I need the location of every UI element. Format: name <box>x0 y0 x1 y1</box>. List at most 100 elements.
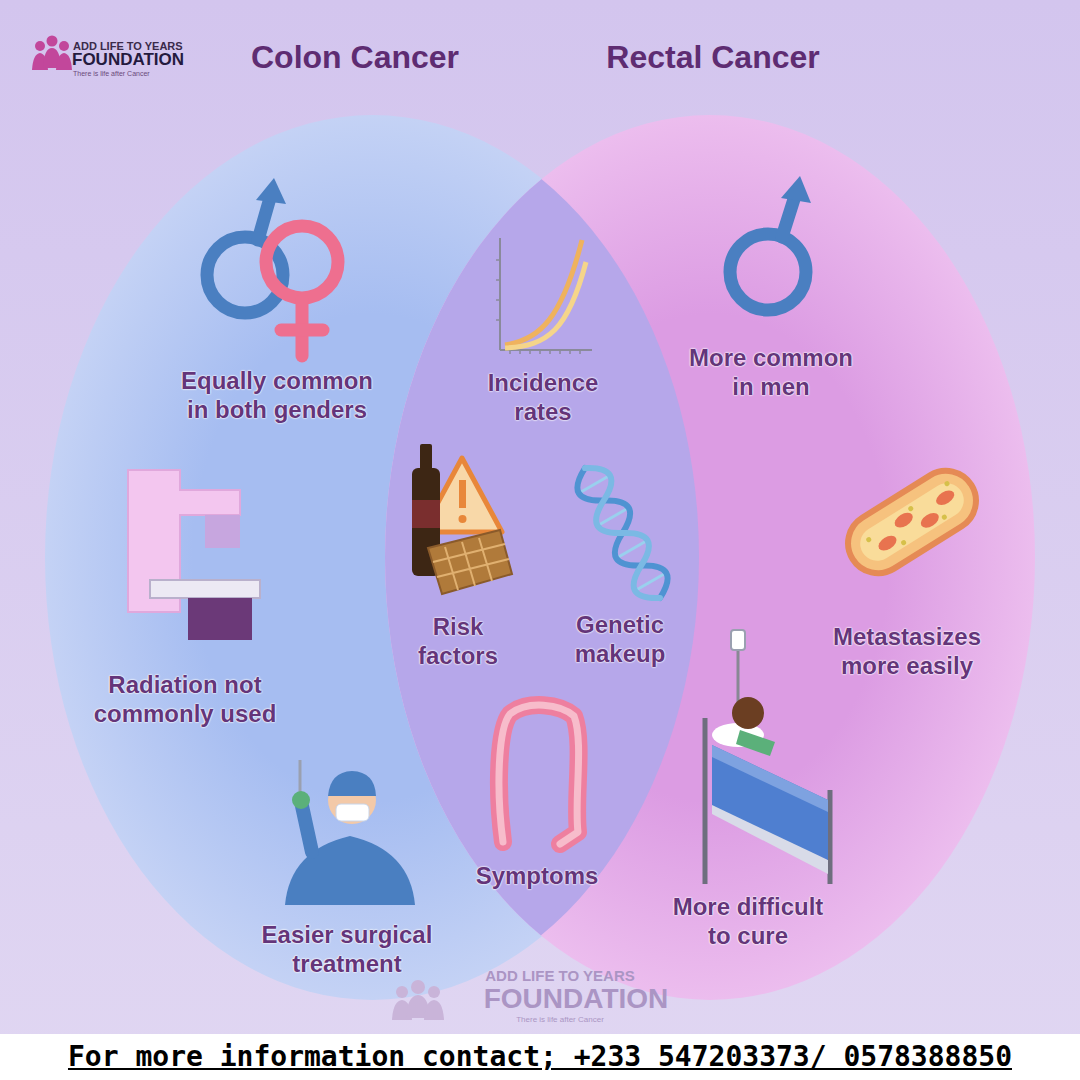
colon-outline <box>499 705 579 844</box>
label-slot: FOUNDATION <box>72 50 184 70</box>
chart-curve <box>505 240 582 345</box>
label-slot: Risk factors <box>408 613 508 671</box>
surgeon-mask <box>336 804 369 821</box>
scalpel <box>299 760 302 795</box>
surgeon-icon <box>285 760 415 905</box>
circle-heading: Rectal Cancer <box>606 39 819 76</box>
label-slot: More common in men <box>681 344 861 402</box>
region-text: Incidence rates <box>468 369 618 427</box>
male-arrow <box>782 196 795 237</box>
warning-dot <box>459 515 467 523</box>
venn-ellipse <box>385 115 1035 1000</box>
dna-strand <box>585 468 660 598</box>
dna-strand <box>577 468 667 598</box>
label-slot: More difficult to cure <box>666 893 831 951</box>
glove <box>292 791 310 809</box>
chart-axis <box>499 238 501 350</box>
male-symbol-right <box>730 176 811 310</box>
logo-tagline: There is life after Cancer <box>73 70 150 78</box>
vessel-dot <box>865 536 872 543</box>
dna-rung <box>616 540 647 558</box>
blood-cell <box>934 487 957 508</box>
blood-cell <box>918 510 941 531</box>
vessel-dot <box>907 505 914 512</box>
region-text: Genetic makeup <box>565 611 675 669</box>
meat <box>428 530 512 594</box>
patient-head <box>732 697 764 729</box>
logo-icon <box>32 36 72 71</box>
blood-cell <box>892 510 915 531</box>
label-slot: Radiation not commonly used <box>88 671 283 729</box>
blanket-fold <box>712 745 828 812</box>
vessel-lumen <box>854 477 970 567</box>
colon-icon <box>499 705 579 844</box>
label-slot: FOUNDATION <box>484 982 669 1016</box>
watermark-head <box>396 986 408 998</box>
chart-curve <box>505 262 586 348</box>
blanket <box>712 745 828 860</box>
logo-head <box>35 41 45 51</box>
region-text: Radiation not commonly used <box>88 671 283 729</box>
machine-table <box>150 580 260 598</box>
label-slot: There is life after Cancer <box>73 70 150 78</box>
dna-rung <box>635 573 666 591</box>
logo-name: FOUNDATION <box>72 50 184 70</box>
label-slot: Equally common in both genders <box>171 367 383 425</box>
region-text: Risk factors <box>408 613 508 671</box>
blood-cell <box>876 533 899 554</box>
gender-symbols <box>207 178 338 356</box>
vessel-icon <box>837 459 988 584</box>
region-text: Equally common in both genders <box>171 367 383 425</box>
vessel-dot <box>944 480 951 487</box>
colon-inner <box>499 705 579 844</box>
circle-heading: Colon Cancer <box>251 39 459 76</box>
male-arrowhead <box>256 178 286 204</box>
region-text: Easier surgical treatment <box>247 921 447 979</box>
machine-base <box>188 598 252 640</box>
radiation-machine <box>128 470 260 640</box>
meat-grill <box>433 538 509 590</box>
surgeon-arm <box>302 806 312 852</box>
label-slot: Incidence rates <box>468 369 618 427</box>
vessel-dot <box>941 514 948 521</box>
risk-icon <box>412 444 512 594</box>
bottle-label <box>412 500 440 528</box>
watermark-head <box>428 986 440 998</box>
watermark-icon <box>392 980 444 1020</box>
label-slot: Symptoms <box>476 862 599 891</box>
watermark-head <box>411 980 425 994</box>
vessel-wall <box>837 459 988 584</box>
watermark-text: There is life after Cancer <box>516 1015 604 1025</box>
iv-bag <box>731 630 745 650</box>
bed-frame <box>703 718 708 884</box>
region-text: Metastasizes more easily <box>822 623 992 681</box>
watermark-text: FOUNDATION <box>484 982 669 1016</box>
logo-head <box>47 36 58 47</box>
watermark-body <box>424 1000 444 1020</box>
female-symbol <box>266 226 338 298</box>
patient-shirt <box>736 730 775 756</box>
dna-icon <box>577 468 667 598</box>
logo-head <box>59 41 69 51</box>
logo-body <box>56 53 72 70</box>
dna-rung <box>579 475 610 493</box>
label-slot: Easier surgical treatment <box>247 921 447 979</box>
female-cross <box>281 324 323 337</box>
warning-mark <box>459 480 466 508</box>
label-slot: There is life after Cancer <box>516 1015 604 1025</box>
male-arrow <box>258 198 270 240</box>
label-slot: Metastasizes more easily <box>822 623 992 681</box>
chart-icon <box>496 238 592 354</box>
dna-rung <box>598 508 629 526</box>
bed-frame <box>828 790 833 884</box>
region-text: Symptoms <box>476 862 599 891</box>
patient-icon <box>705 630 830 884</box>
region-text: More difficult to cure <box>666 893 831 951</box>
label-slot: ADD LIFE TO YEARS <box>485 967 634 985</box>
contact-line: For more information contact; +233 54720… <box>68 1040 1012 1074</box>
venn-overlap <box>385 115 1035 1000</box>
label-slot: Genetic makeup <box>565 611 675 669</box>
region-text: More common in men <box>681 344 861 402</box>
